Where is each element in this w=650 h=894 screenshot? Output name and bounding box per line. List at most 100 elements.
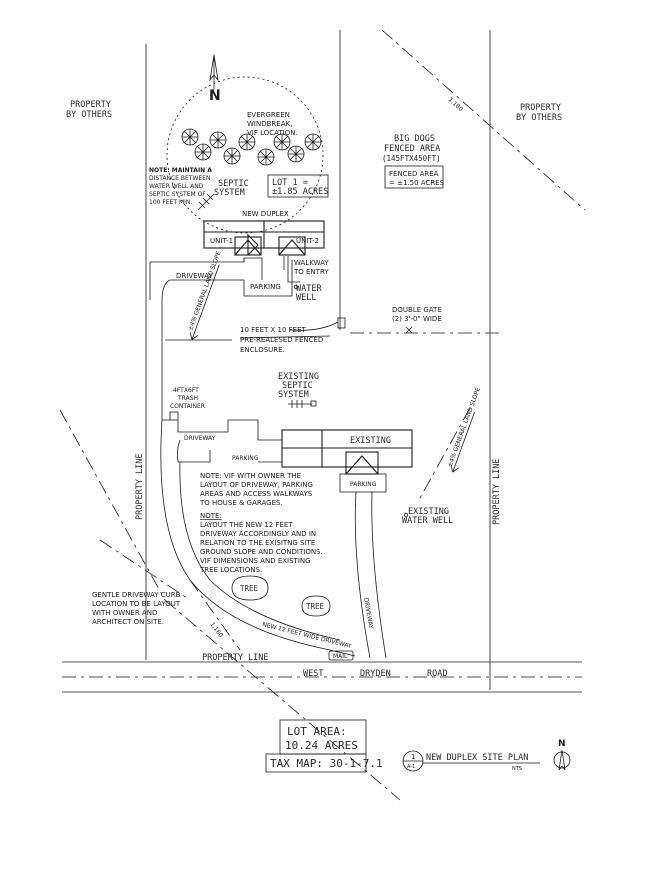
existing-well-icon bbox=[403, 512, 409, 518]
driveway-top-label: DRIVEWAY bbox=[176, 272, 213, 280]
existing-well-label-2: WATER WELL bbox=[402, 516, 453, 526]
septic-label-2: SYSTEM bbox=[214, 188, 245, 198]
lot-area-label-1: LOT AREA: bbox=[287, 725, 347, 738]
gate-icon bbox=[337, 317, 413, 334]
existing-septic-label-2: SEPTIC bbox=[282, 381, 313, 391]
property-right-2: BY OTHERS bbox=[516, 113, 562, 123]
big-dogs-label-1: BIG DOGS bbox=[394, 134, 435, 144]
fenced-area-box bbox=[384, 165, 444, 189]
enclosure-leader bbox=[289, 321, 339, 331]
property-line-left: PROPERTY LINE bbox=[135, 453, 145, 520]
existing-driveway-outline bbox=[354, 491, 387, 659]
curb-note-1: GENTLE DRIVEWAY CURB bbox=[92, 591, 181, 599]
layout-note-4: GROUND SLOPE AND CONDITIONS. bbox=[200, 548, 323, 556]
walkway-label-1: WALKWAY bbox=[294, 259, 329, 267]
tree-2-icon bbox=[301, 595, 331, 617]
vif-note-3: AREAS AND ACCESS WALKWAYS bbox=[200, 490, 313, 498]
tree-2-label: TREE bbox=[306, 602, 325, 611]
road-label-road: ROAD bbox=[427, 669, 447, 679]
note-dist-line-5: 100 FEET MIN. bbox=[149, 199, 192, 206]
driveway-vertical-label: DRIVEWAY bbox=[362, 597, 374, 629]
layout-note: NOTE: LAYOUT THE NEW 12 FEET DRIVEWAY AC… bbox=[199, 512, 323, 574]
parking-existing-label: PARKING bbox=[350, 481, 377, 488]
existing-septic-label-1: EXISTING bbox=[278, 372, 319, 382]
big-dogs-label-2: FENCED AREA bbox=[384, 144, 440, 154]
vif-note: NOTE: VIF WITH OWNER THE LAYOUT OF DRIVE… bbox=[199, 472, 313, 507]
property-line-right: PROPERTY LINE bbox=[492, 458, 502, 525]
new-driveway-label: NEW 12 FEET WIDE DRIVEWAY bbox=[262, 621, 353, 650]
big-dogs-label-3: (145FTX450FT) bbox=[382, 154, 441, 163]
enclosure-label-1: 10 FEET X 10 FEET bbox=[240, 326, 307, 334]
west-dryden-road bbox=[62, 661, 582, 693]
driveway-mid-label: DRIVEWAY bbox=[184, 435, 216, 442]
property-boundaries bbox=[59, 29, 586, 801]
detail-number: 1 bbox=[411, 753, 415, 761]
slope-right-label: ±4% GENERAL LAND SLOPE bbox=[447, 386, 482, 468]
parking-mid-label: PARKING bbox=[232, 455, 259, 462]
fenced-area-label-2: = ±1.50 ACRES bbox=[389, 179, 445, 187]
unit1-label: UNIT-1 bbox=[210, 237, 233, 245]
distance-note: NOTE: MAINTAIN A DISTANCE BETWEEN WATER … bbox=[149, 167, 212, 206]
trash-container-icon bbox=[169, 411, 179, 421]
curb-note-2: LOCATION TO BE LAYOUT bbox=[92, 600, 181, 608]
road-label-dryden: DRYDEN bbox=[360, 669, 391, 679]
lot1-box bbox=[267, 174, 329, 198]
driveway-top-outline bbox=[149, 257, 293, 345]
evergreen-tree-icons bbox=[181, 128, 322, 166]
new-duplex-label: NEW DUPLEX bbox=[242, 210, 289, 218]
windbreak-label-2: WINDBREAK, bbox=[247, 120, 292, 128]
septic-symbol-icon bbox=[197, 193, 215, 211]
trash-label-2: TRASH bbox=[177, 395, 198, 402]
vif-note-4: TO HOUSE & GARAGES. bbox=[199, 499, 283, 507]
slope-right: ±4% GENERAL LAND SLOPE bbox=[447, 386, 482, 473]
layout-note-3: RELATION TO THE EXISITNG SITE bbox=[200, 539, 315, 547]
water-well-icon bbox=[293, 284, 299, 290]
existing-house-building bbox=[281, 429, 413, 475]
vif-note-1: NOTE: VIF WITH OWNER THE bbox=[200, 472, 301, 480]
new-duplex-building bbox=[203, 220, 325, 256]
new-driveway-outline bbox=[160, 419, 356, 657]
enclosure-label-2: PRE-REALESED FENCED bbox=[240, 336, 323, 344]
north-label: N bbox=[209, 88, 221, 104]
windbreak-area bbox=[166, 76, 324, 234]
dim-1160-label: 1,160 bbox=[208, 621, 224, 639]
septic-label-1: SEPTIC bbox=[218, 179, 249, 189]
existing-house-label: EXISTING bbox=[350, 436, 391, 446]
mail-label: MAIL bbox=[333, 653, 348, 660]
double-gate-label-2: (2) 3'-0" WIDE bbox=[392, 315, 442, 323]
unit2-label: UNIT-2 bbox=[296, 237, 319, 245]
property-left-1: PROPERTY bbox=[70, 100, 111, 110]
windbreak-label-3: VIF LOCATION. bbox=[247, 129, 298, 137]
layout-note-2: DRIVEWAY ACCORDINGLY AND IN bbox=[200, 530, 316, 538]
walkway-path bbox=[283, 256, 300, 283]
walkway-label-2: TO ENTRY bbox=[293, 268, 329, 276]
tax-map-box bbox=[265, 753, 367, 773]
trash-label-3: CONTAINER bbox=[170, 403, 205, 410]
fenced-area-label-1: FENCED AREA bbox=[389, 170, 439, 178]
driveway-mid-outline bbox=[161, 345, 282, 463]
enclosure-label-3: ENCLOSURE. bbox=[240, 346, 285, 354]
property-left-2: BY OTHERS bbox=[66, 110, 112, 120]
note-dist-line-2: DISTANCE BETWEEN bbox=[149, 175, 210, 182]
property-right-1: PROPERTY bbox=[520, 103, 561, 113]
layout-note-6: TREE LOCATIONS. bbox=[199, 566, 262, 574]
existing-septic-icon bbox=[288, 400, 317, 408]
tree-1-icon bbox=[231, 575, 269, 601]
tax-map-label: TAX MAP: 30-1-7.1 bbox=[270, 757, 383, 770]
vif-note-2: LAYOUT OF DRIVEWAY, PARKING bbox=[200, 481, 313, 489]
note-dist-line-3: WATER WELL AND bbox=[149, 183, 204, 190]
north-small-label: N bbox=[558, 739, 566, 749]
existing-septic-label-3: SYSTEM bbox=[278, 390, 309, 400]
layout-note-0: NOTE: bbox=[200, 512, 222, 520]
trash-label-1: 4FTX6FT bbox=[173, 387, 199, 394]
parking-existing-box bbox=[339, 473, 387, 493]
north-arrow-icon bbox=[209, 54, 219, 90]
tree-1-label: TREE bbox=[240, 584, 259, 593]
layout-note-5: VIF DIMENSIONS AND EXISTING bbox=[200, 557, 311, 565]
water-well-label-1: WATER bbox=[296, 284, 322, 294]
existing-well-label-1: EXISTING bbox=[408, 507, 449, 517]
nts-label: NTS bbox=[512, 766, 522, 772]
curb-note-3: WITH OWNER AND bbox=[92, 609, 157, 617]
double-gate-label-1: DOUBLE GATE bbox=[392, 306, 442, 314]
